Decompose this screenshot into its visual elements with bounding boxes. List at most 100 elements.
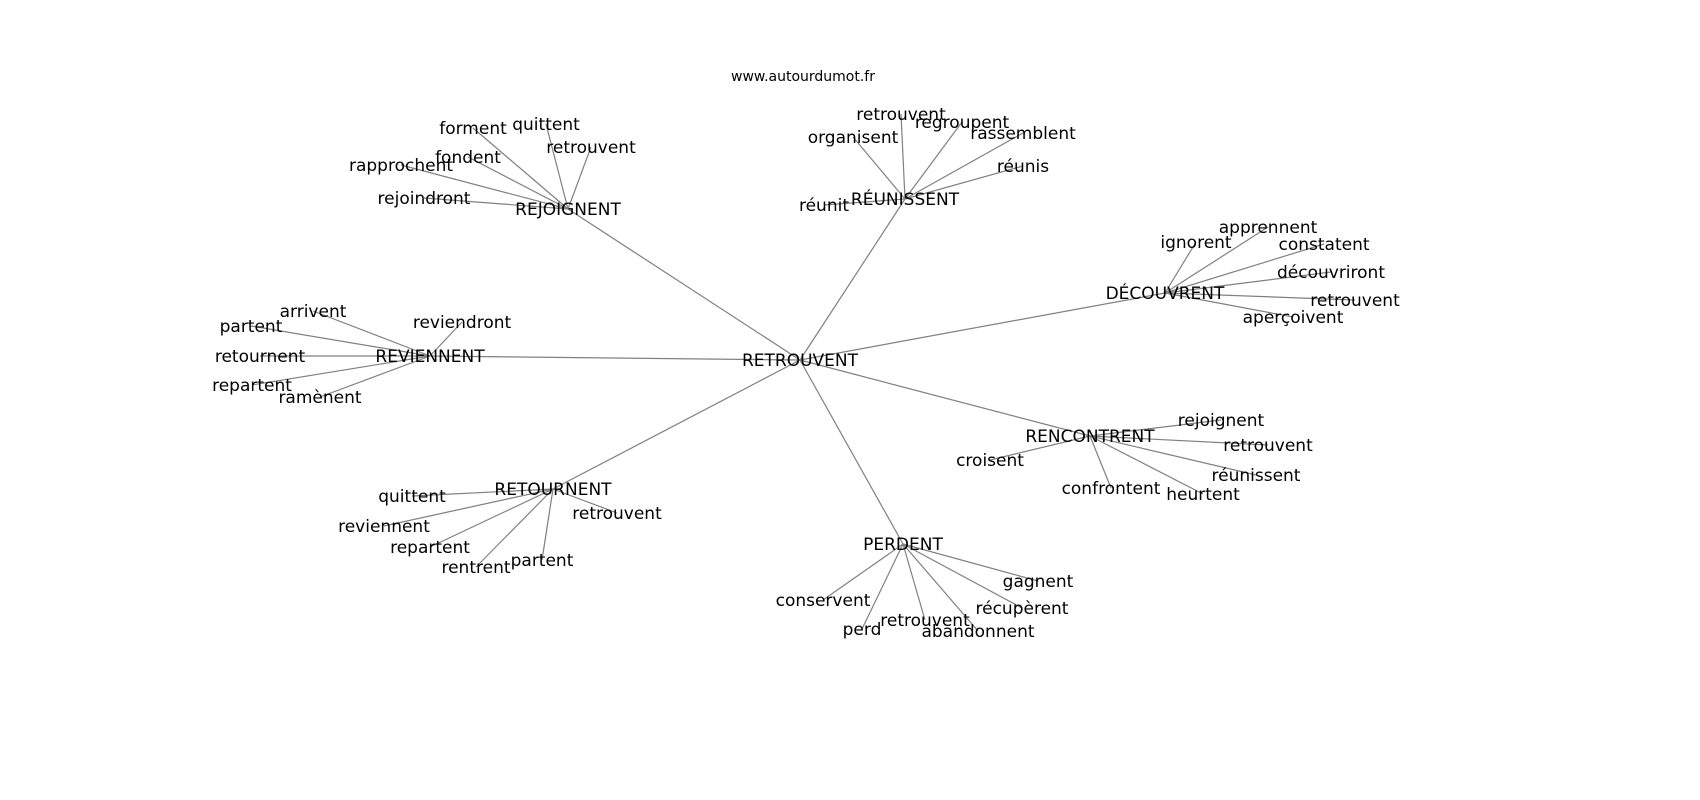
leaf-node: retrouvent (572, 504, 662, 524)
edge-4-2 (989, 435, 1091, 461)
leaf-node: reviennent (338, 517, 430, 537)
leaf-node: réunissent (1212, 466, 1301, 486)
leaf-node: réunit (799, 196, 849, 216)
center-node: RETROUVENT (742, 351, 859, 371)
leaf-node: rassemblent (970, 124, 1076, 144)
leaf-node: repartent (390, 538, 470, 558)
edge-1-0 (900, 113, 906, 200)
leaf-node: réunis (997, 157, 1049, 177)
leaf-node: forment (439, 119, 507, 139)
edge-center-2 (799, 292, 1166, 361)
leaf-node: conservent (776, 591, 871, 611)
leaf-node: rejoindront (378, 189, 471, 209)
edge-center-6 (799, 359, 904, 545)
leaf-node: apprennent (1219, 218, 1318, 238)
leaf-node: découvriront (1277, 263, 1385, 283)
leaf-node: rapprochent (349, 156, 453, 176)
leaf-node: organisent (808, 128, 899, 148)
leaf-node: regroupent (915, 113, 1010, 133)
edge-6-4 (861, 543, 904, 630)
leaf-node: retrouvent (856, 105, 946, 125)
leaf-node: retrouvent (1310, 291, 1400, 311)
edge-5-5 (475, 488, 554, 568)
edge-6-5 (902, 543, 979, 632)
edge-3-4 (251, 355, 431, 386)
leaf-node: quittent (512, 115, 580, 135)
hub-node: RENCONTRENT (1025, 427, 1155, 447)
edge-0-1 (545, 123, 569, 210)
site-title: www.autourdumot.fr (731, 69, 875, 85)
edge-0-5 (423, 197, 569, 210)
edge-1-3 (904, 132, 1024, 200)
edge-5-4 (541, 488, 554, 561)
edge-3-1 (250, 325, 431, 357)
leaf-node: abandonnent (921, 622, 1034, 642)
leaf-node: rejoignent (1178, 411, 1265, 431)
leaf-node: rentrent (441, 558, 510, 578)
edge-6-3 (902, 543, 926, 621)
leaf-node: retrouvent (546, 138, 636, 158)
edge-center-3 (429, 355, 801, 361)
edge-4-1 (1089, 435, 1269, 446)
edge-center-4 (799, 359, 1091, 437)
leaf-node: retournent (215, 347, 306, 367)
hub-node: REJOIGNENT (515, 200, 621, 220)
leaf-node: gagnent (1003, 572, 1074, 592)
leaf-node: quittent (378, 487, 446, 507)
leaf-node: heurtent (1166, 485, 1240, 505)
edge-1-4 (904, 165, 1024, 200)
leaf-node: constatent (1278, 235, 1369, 255)
edge-center-1 (799, 198, 906, 361)
leaf-node: fondent (435, 148, 501, 168)
edge-center-5 (552, 359, 801, 490)
edge-3-5 (319, 355, 431, 398)
leaf-node: arrivent (280, 302, 347, 322)
edge-2-1 (1164, 226, 1269, 294)
edge-1-2 (852, 136, 906, 200)
edge-6-0 (902, 543, 1039, 582)
hub-node: PERDENT (863, 535, 943, 555)
edge-5-3 (429, 488, 554, 548)
edge-5-0 (411, 488, 554, 497)
hub-node: RETOURNENT (494, 480, 612, 500)
leaf-node: aperçoivent (1243, 308, 1344, 328)
leaf-node: retrouvent (1223, 436, 1313, 456)
edge-center-0 (567, 208, 801, 361)
edge-4-0 (1089, 419, 1222, 437)
edge-5-1 (552, 488, 618, 514)
leaf-node: perd (843, 620, 882, 640)
edge-2-4 (1164, 292, 1356, 301)
edge-1-5 (823, 198, 906, 206)
edge-4-4 (1089, 435, 1112, 489)
leaf-node: croisent (956, 451, 1024, 471)
edge-6-1 (822, 543, 904, 601)
edge-2-5 (1164, 292, 1294, 318)
leaf-node: retrouvent (880, 611, 970, 631)
leaf-node: ignorent (1160, 233, 1232, 253)
hub-node: DÉCOUVRENT (1106, 282, 1225, 304)
edge-2-2 (1164, 243, 1325, 294)
edges (250, 113, 1356, 632)
hub-node: REVIENNENT (375, 347, 485, 367)
edge-3-2 (429, 321, 463, 357)
leaf-node: partent (511, 551, 574, 571)
leaf-node: partent (220, 317, 283, 337)
edge-6-2 (902, 543, 1023, 609)
leaf-node: ramènent (278, 388, 361, 408)
edge-4-5 (1089, 435, 1204, 495)
edge-0-4 (400, 164, 569, 210)
edge-0-2 (567, 146, 592, 210)
edge-2-0 (1164, 241, 1197, 294)
hub-node: RÉUNISSENT (851, 188, 960, 210)
edge-5-2 (383, 488, 554, 527)
edge-4-3 (1089, 435, 1257, 476)
leaf-node: récupèrent (976, 599, 1069, 619)
leaf-node: repartent (212, 376, 292, 396)
edge-1-1 (904, 121, 963, 200)
leaf-node: confrontent (1062, 479, 1161, 499)
edge-0-3 (467, 156, 569, 210)
edge-0-0 (472, 127, 569, 210)
leaf-node: reviendront (413, 313, 512, 333)
